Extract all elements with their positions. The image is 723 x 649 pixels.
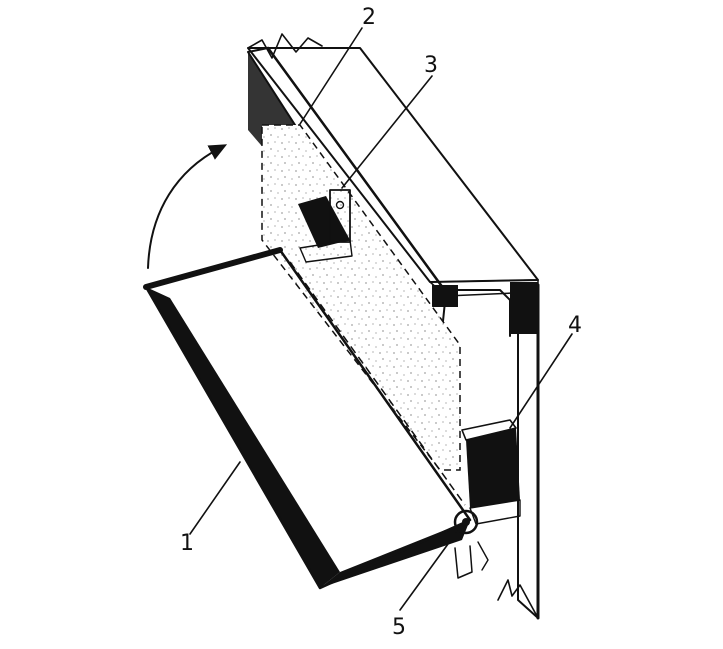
- callout-5: 5: [392, 615, 406, 640]
- upper-bracket: [298, 189, 353, 263]
- rotation-arrow: [147, 144, 228, 269]
- callout-2: 2: [362, 5, 376, 30]
- hinged-panel: [143, 247, 472, 590]
- hinge-roller: [453, 509, 489, 579]
- callout-3: 3: [424, 53, 438, 78]
- callout-4: 4: [568, 313, 582, 338]
- callout-1: 1: [180, 531, 194, 556]
- frame-channel: [432, 282, 538, 337]
- leader-lines: [189, 27, 573, 611]
- lower-bracket: [461, 419, 521, 525]
